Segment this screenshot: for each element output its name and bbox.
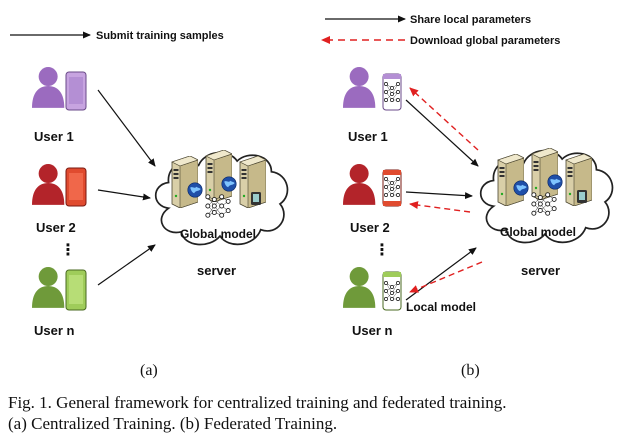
panel-a: User 1 User 2 ⋮ User n Global model serv… [32, 67, 289, 379]
caption-line-1: Fig. 1. General framework for centralize… [8, 393, 507, 412]
user-1-label: User 1 [348, 129, 388, 144]
submit-arrow-user-2 [97, 189, 151, 201]
user-n-label: User n [34, 323, 75, 338]
legend-submit: Submit training samples [10, 30, 224, 42]
panel-b: User 1 User 2 ⋮ Local model User n [343, 67, 614, 379]
sublabel-a: (a) [140, 362, 158, 379]
user-2-a: User 2 [32, 164, 87, 235]
share-arrow-user-2 [405, 191, 473, 200]
server-label: server [197, 263, 236, 278]
legend-download-label: Download global parameters [410, 35, 560, 47]
user-n-person-icon [343, 267, 376, 308]
user-1-person-icon [343, 67, 376, 108]
user-n-a: User n [32, 267, 87, 338]
user-1-b: User 1 [343, 67, 402, 144]
server-label: server [521, 263, 560, 278]
legend-share-label: Share local parameters [410, 14, 531, 26]
user-2-label: User 2 [36, 220, 76, 235]
download-arrow-user-1 [409, 87, 479, 151]
user-2-b: User 2 [343, 164, 402, 235]
ellipsis-dots: ⋮ [60, 242, 76, 259]
user-1-person-icon [32, 67, 65, 108]
global-model-label: Global model [500, 225, 576, 239]
user-n-person-icon [32, 267, 65, 308]
user-2-label: User 2 [350, 220, 390, 235]
download-arrow-user-n [409, 261, 483, 293]
download-arrow-user-2 [409, 201, 471, 213]
user-2-person-icon [32, 164, 65, 205]
user-1-label: User 1 [34, 129, 74, 144]
legend-download: Download global parameters [321, 35, 560, 47]
user-n-label: User n [352, 323, 393, 338]
global-model-label: Global model [180, 227, 256, 241]
user-1-a: User 1 [32, 67, 87, 144]
local-model-label: Local model [406, 300, 476, 314]
share-arrow-user-1 [405, 99, 479, 167]
user-n-b: Local model User n [343, 267, 476, 338]
user-2-person-icon [343, 164, 376, 205]
ellipsis-dots: ⋮ [374, 242, 390, 259]
figure-caption: Fig. 1. General framework for centralize… [8, 392, 633, 434]
sublabel-b: (b) [461, 362, 480, 379]
legend-share: Share local parameters [325, 14, 531, 26]
legend-submit-label: Submit training samples [96, 30, 224, 42]
share-arrow-user-n [405, 247, 477, 301]
caption-line-2: (a) Centralized Training. (b) Federated … [8, 414, 338, 433]
submit-arrow-user-1 [97, 89, 156, 167]
submit-arrow-user-n [97, 244, 156, 286]
